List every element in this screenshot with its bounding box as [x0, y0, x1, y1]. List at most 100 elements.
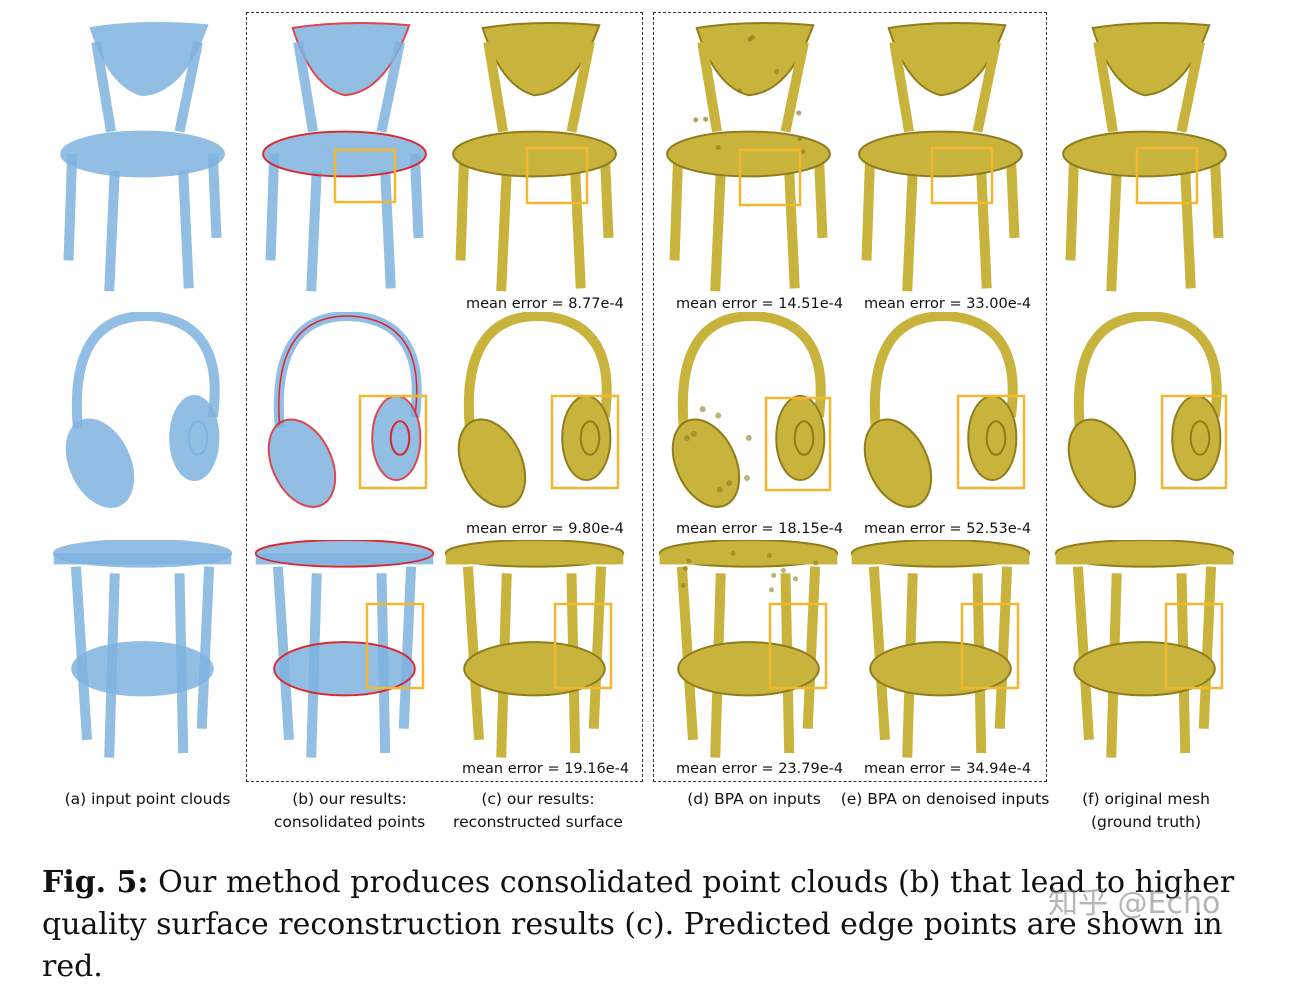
chair-seat-shape	[61, 132, 224, 177]
noise-blob-shape	[693, 117, 698, 122]
highlight-box-table-f	[1164, 602, 1224, 690]
panel-headphone-a	[50, 312, 235, 522]
noise-blob-shape	[731, 551, 736, 556]
noise-blob-shape	[737, 88, 742, 93]
noise-blob-shape	[769, 587, 774, 592]
chair-leg-shape	[819, 154, 823, 238]
noise-blob-shape	[691, 431, 697, 437]
highlight-box-headphone-b	[358, 394, 428, 490]
noise-blob-shape	[746, 435, 752, 441]
chair-leg-shape	[1071, 154, 1075, 260]
chair-leg-shape	[1111, 171, 1117, 291]
mean-error-table-d: mean error = 23.79e-4	[676, 761, 843, 777]
ear-cup-left-shape	[256, 409, 349, 518]
table-rim-shape	[54, 553, 232, 564]
noise-blob-shape	[796, 110, 801, 115]
highlight-box-headphone-f	[1160, 394, 1228, 490]
ear-cup-left-shape	[54, 409, 147, 518]
noise-blob-shape	[700, 406, 706, 412]
mean-error-table-c: mean error = 19.16e-4	[462, 761, 629, 777]
highlight-box-table-c	[553, 602, 613, 690]
noise-blob-shape	[715, 413, 721, 419]
noise-blob-shape	[716, 145, 721, 150]
label-f-line2: (ground truth)	[1066, 811, 1226, 834]
chair-leg-shape	[1011, 154, 1015, 238]
table-rim-shape	[446, 553, 624, 564]
caption-fig-number: Fig. 5:	[42, 865, 149, 900]
chair-leg-shape	[1215, 154, 1219, 238]
highlight-box-headphone-d	[764, 396, 832, 492]
mean-error-headphone-d: mean error = 18.15e-4	[676, 521, 843, 537]
noise-blob-shape	[744, 475, 750, 481]
table-rim-shape	[852, 553, 1030, 564]
noise-blob-shape	[681, 583, 686, 588]
label-e: (e) BPA on denoised inputs	[838, 788, 1052, 811]
highlight-box-table-d	[768, 602, 828, 690]
chair-leg-shape	[715, 171, 721, 291]
highlight-box-chair-b	[333, 148, 397, 204]
mean-error-chair-c: mean error = 8.77e-4	[466, 296, 624, 312]
highlight-box-table-e	[960, 602, 1020, 690]
table-shelf-shape	[72, 642, 213, 695]
chair-leg-shape	[69, 154, 73, 260]
ear-cup-right-shape	[170, 396, 218, 480]
highlight-box-headphone-c	[550, 394, 620, 490]
label-a: (a) input point clouds	[60, 788, 235, 811]
noise-blob-shape	[793, 576, 798, 581]
mean-error-table-e: mean error = 34.94e-4	[864, 761, 1031, 777]
label-e-text: (e) BPA on denoised inputs	[841, 790, 1050, 808]
highlight-box-chair-c	[525, 146, 589, 205]
table-rim-shape	[1056, 553, 1234, 564]
label-b-line2: consolidated points	[262, 811, 437, 834]
noise-blob-shape	[748, 37, 753, 42]
noise-blob-shape	[703, 117, 708, 122]
chair-leg-shape	[461, 154, 465, 260]
mean-error-chair-e: mean error = 33.00e-4	[864, 296, 1031, 312]
noise-blob-shape	[687, 558, 692, 563]
table-leg-shape	[202, 567, 209, 729]
noise-blob-shape	[781, 568, 786, 573]
mean-error-headphone-c: mean error = 9.80e-4	[466, 521, 624, 537]
label-c-line2: reconstructed surface	[448, 811, 628, 834]
label-d: (d) BPA on inputs	[674, 788, 834, 811]
chair-leg-shape	[415, 154, 419, 238]
panel-table-a	[50, 540, 235, 762]
highlight-box-chair-e	[930, 146, 994, 205]
ear-cup-left-shape	[446, 409, 539, 518]
chair-leg-shape	[867, 154, 871, 260]
noise-blob-shape	[774, 69, 779, 74]
noise-blob-shape	[767, 553, 772, 558]
ear-cup-left-shape	[660, 409, 753, 518]
noise-blob-shape	[683, 566, 688, 571]
chair-leg-shape	[605, 154, 609, 238]
highlight-box-headphone-e	[956, 394, 1026, 490]
highlight-box-table-b	[365, 602, 425, 690]
chair-leg-shape	[109, 171, 115, 291]
highlight-box-chair-f	[1135, 146, 1199, 205]
label-f: (f) original mesh (ground truth)	[1066, 788, 1226, 834]
panel-chair-a	[50, 14, 235, 294]
label-c-line1: (c) our results:	[448, 788, 628, 811]
noise-blob-shape	[717, 487, 723, 493]
label-f-line1: (f) original mesh	[1066, 788, 1226, 811]
chair-leg-shape	[183, 171, 189, 289]
chair-leg-shape	[213, 154, 217, 238]
highlight-box-chair-d	[738, 148, 802, 207]
noise-blob-shape	[726, 480, 732, 486]
table-rim-shape	[660, 553, 838, 564]
ear-cup-left-shape	[852, 409, 945, 518]
mean-error-chair-d: mean error = 14.51e-4	[676, 296, 843, 312]
noise-blob-shape	[771, 573, 776, 578]
label-b: (b) our results: consolidated points	[262, 788, 437, 834]
noise-blob-shape	[797, 136, 802, 141]
noise-blob-shape	[813, 561, 818, 566]
label-d-text: (d) BPA on inputs	[687, 790, 821, 808]
label-a-text: (a) input point clouds	[65, 790, 231, 808]
chair-leg-shape	[501, 171, 507, 291]
chair-leg-shape	[311, 171, 317, 291]
watermark: 知乎 @Echo	[1048, 878, 1220, 922]
mean-error-headphone-e: mean error = 52.53e-4	[864, 521, 1031, 537]
chair-leg-shape	[675, 154, 679, 260]
chair-leg-shape	[271, 154, 275, 260]
ear-cup-left-shape	[1056, 409, 1149, 518]
